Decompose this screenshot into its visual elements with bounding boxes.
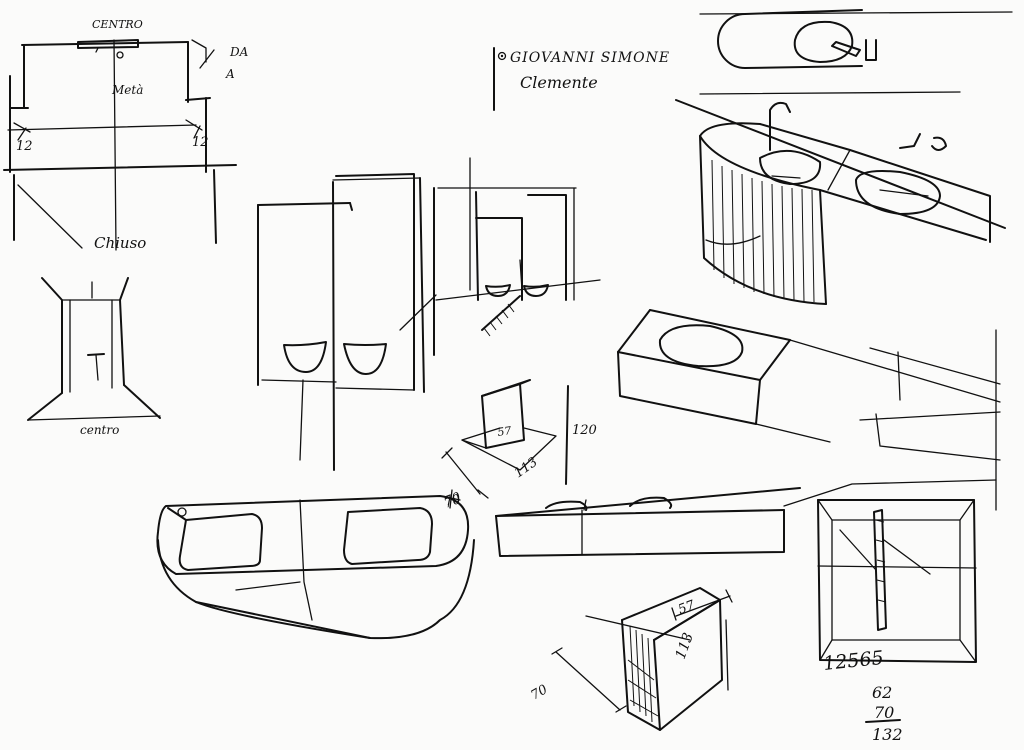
calc-total: 132: [872, 725, 903, 744]
label-centro-bottom: centro: [80, 423, 119, 437]
calc-addend-1: 62: [872, 683, 892, 702]
calc-addend-2: 70: [874, 703, 894, 722]
dim-left: 12: [16, 139, 33, 154]
curved-vanity-perspective: [675, 99, 1006, 305]
niche-elevation: CENTRO DA A Metà 12 12 Chiuso: [3, 18, 249, 252]
double-tub-perspective: 70: [156, 489, 475, 640]
counter-side-dim: 70: [442, 490, 463, 510]
block-side-dim: 70: [529, 682, 551, 703]
dimensioned-block: 57 113 70: [529, 587, 733, 731]
capsule-basin-plan: [699, 9, 1013, 95]
designer-name: GIOVANNI SIMONE: [510, 50, 670, 66]
designer-surname: Clemente: [520, 73, 598, 92]
calc-reference: 12565: [822, 647, 884, 675]
niche-box-perspective: [783, 479, 997, 663]
label-da: DA: [229, 45, 249, 59]
dim-right: 12: [192, 135, 209, 150]
box-height-dim: 120: [572, 423, 597, 438]
box-width-dim: 57: [497, 424, 513, 439]
label-centro-top: CENTRO: [92, 18, 143, 31]
cube-depth-dim: 113: [673, 631, 697, 662]
small-cube-dimensioned: 57 113 120 70: [441, 379, 597, 512]
calc-sum-line: [865, 719, 901, 723]
label-meta: Metà: [111, 83, 143, 97]
calculation-notes: 12565 62 70 132: [822, 647, 902, 744]
shower-perspective: centro: [27, 277, 161, 437]
circle-pin-icon: [497, 51, 507, 61]
box-vanity-perspective: [617, 309, 1001, 511]
label-chiuso: Chiuso: [94, 234, 146, 252]
designer-signature: GIOVANNI SIMONE Clemente: [493, 47, 670, 111]
box-depth-dim: 113: [512, 455, 541, 482]
double-basin-counter: [495, 487, 801, 557]
cube-width-dim: 57: [676, 598, 697, 618]
wc-partition-perspective: [257, 157, 601, 471]
label-a: A: [225, 67, 235, 81]
